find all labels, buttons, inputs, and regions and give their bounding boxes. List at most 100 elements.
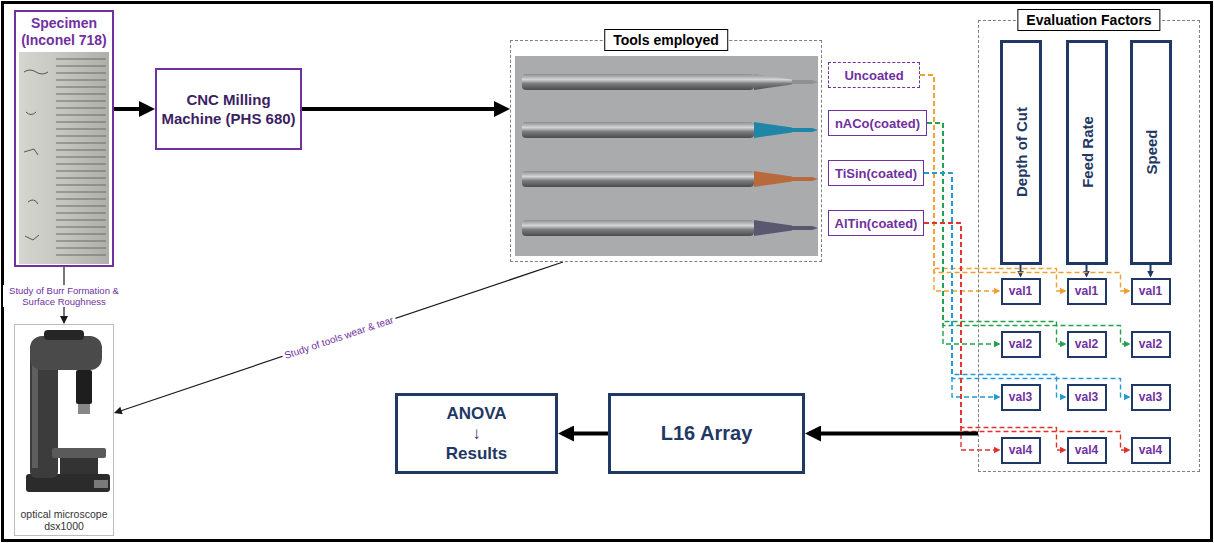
level-box: val3 — [1131, 384, 1171, 411]
tool-flute — [792, 80, 812, 84]
machine-label: CNC Milling Machine (PHS 680) — [161, 90, 296, 128]
microscope-head — [30, 336, 102, 370]
level-value: val1 — [1009, 284, 1032, 298]
tool-neck — [754, 171, 792, 187]
tool-tip — [812, 80, 818, 84]
level-box: val1 — [1067, 278, 1107, 305]
tool-shank — [522, 122, 754, 138]
microscope-lens — [78, 404, 90, 414]
tool-label: nACo(coated) — [828, 110, 927, 136]
level-box: val3 — [1001, 384, 1041, 411]
level-value: val3 — [1075, 390, 1098, 404]
level-value: val4 — [1075, 443, 1098, 457]
microscope-picture — [26, 330, 110, 492]
edge-label: Study of tools wear & tear — [280, 313, 396, 362]
microscope-objective — [76, 370, 92, 404]
tool-tip — [812, 226, 818, 230]
tools-group: Tools employed — [510, 40, 822, 262]
result-label: ANOVA ↓ Results — [446, 404, 507, 464]
specimen-title: Specimen (Inconel 718) — [16, 15, 112, 49]
analysis-box: ANOVA ↓ Results — [395, 393, 558, 474]
specimen-slots — [56, 56, 106, 260]
connector — [302, 107, 506, 111]
level-value: val2 — [1009, 337, 1032, 351]
photo-ground — [515, 56, 818, 256]
level-value: val3 — [1139, 390, 1162, 404]
machine-box: CNC Milling Machine (PHS 680) — [155, 68, 302, 150]
connector — [927, 123, 999, 344]
connector — [924, 173, 1065, 397]
group-title: Tools employed — [604, 29, 728, 51]
connector — [920, 75, 999, 291]
microscope-top — [44, 330, 84, 340]
tool-label: AlTin(coated) — [828, 210, 924, 236]
level-value: val1 — [1139, 284, 1162, 298]
tool-name: nACo(coated) — [835, 116, 920, 131]
connector — [1020, 265, 1022, 276]
connector — [920, 75, 1065, 291]
microscope-controller — [94, 480, 108, 488]
level-value: val4 — [1139, 443, 1162, 457]
tool-neck — [754, 122, 792, 138]
factor-box: Depth of Cut — [1000, 40, 1042, 265]
microscope-stand — [60, 458, 98, 474]
level-value: val1 — [1075, 284, 1098, 298]
microscope-highlight — [32, 356, 38, 468]
specimen-box: Specimen (Inconel 718) — [14, 10, 114, 267]
level-box: val4 — [1067, 437, 1107, 464]
tool-shank — [522, 220, 754, 236]
level-value: val4 — [1009, 443, 1032, 457]
level-box: val1 — [1001, 278, 1041, 305]
microscope-box: optical microscope dsx1000 — [14, 324, 114, 536]
microscope-stage — [52, 448, 106, 458]
level-box: val4 — [1001, 437, 1041, 464]
tool-name: AlTin(coated) — [835, 216, 918, 231]
specimen-marks — [24, 70, 48, 240]
edge-label: Study of Burr Formation & Surface Roughn… — [3, 285, 125, 307]
factor-box: Feed Rate — [1066, 40, 1108, 265]
factor-name: Depth of Cut — [1012, 107, 1029, 197]
tool-tip — [812, 177, 818, 181]
tool-flute — [792, 226, 812, 230]
connector — [1150, 265, 1152, 276]
level-value: val3 — [1009, 390, 1032, 404]
tools-photo — [515, 56, 818, 256]
level-box: val3 — [1067, 384, 1107, 411]
tool-tip — [812, 128, 818, 132]
group-title: Evaluation Factors — [1017, 9, 1160, 31]
tool-name: TiSin(coated) — [835, 166, 917, 181]
level-box: val2 — [1001, 331, 1041, 358]
tool-shank — [522, 74, 754, 90]
tool-label: Uncoated — [828, 62, 920, 88]
connector — [924, 223, 1065, 450]
level-value: val2 — [1075, 337, 1098, 351]
tool-neck — [754, 220, 792, 236]
level-box: val2 — [1131, 331, 1171, 358]
tool-flute — [792, 128, 812, 132]
specimen-photo — [19, 52, 109, 264]
tool-label: TiSin(coated) — [828, 160, 924, 186]
factors-group: Evaluation FactorsDepth of CutFeed RateS… — [978, 20, 1200, 472]
level-box: val2 — [1067, 331, 1107, 358]
connector — [115, 262, 563, 413]
method-label: L16 Array — [661, 422, 753, 445]
level-box: val4 — [1131, 437, 1171, 464]
level-box: val1 — [1131, 278, 1171, 305]
connector — [562, 432, 608, 436]
factor-name: Feed Rate — [1078, 116, 1095, 188]
connector — [927, 123, 1065, 344]
factor-box: Speed — [1130, 40, 1172, 265]
instrument-label: optical microscope dsx1000 — [17, 508, 111, 532]
design-box: L16 Array — [608, 393, 805, 474]
connector — [809, 432, 978, 436]
tool-shank — [522, 171, 754, 187]
factor-name: Speed — [1142, 129, 1159, 174]
tool-name: Uncoated — [844, 68, 903, 83]
tool-flute — [792, 177, 812, 181]
tool-neck — [754, 74, 792, 90]
connector — [924, 223, 999, 450]
connector — [1086, 265, 1088, 276]
connector — [114, 107, 151, 111]
level-value: val2 — [1139, 337, 1162, 351]
